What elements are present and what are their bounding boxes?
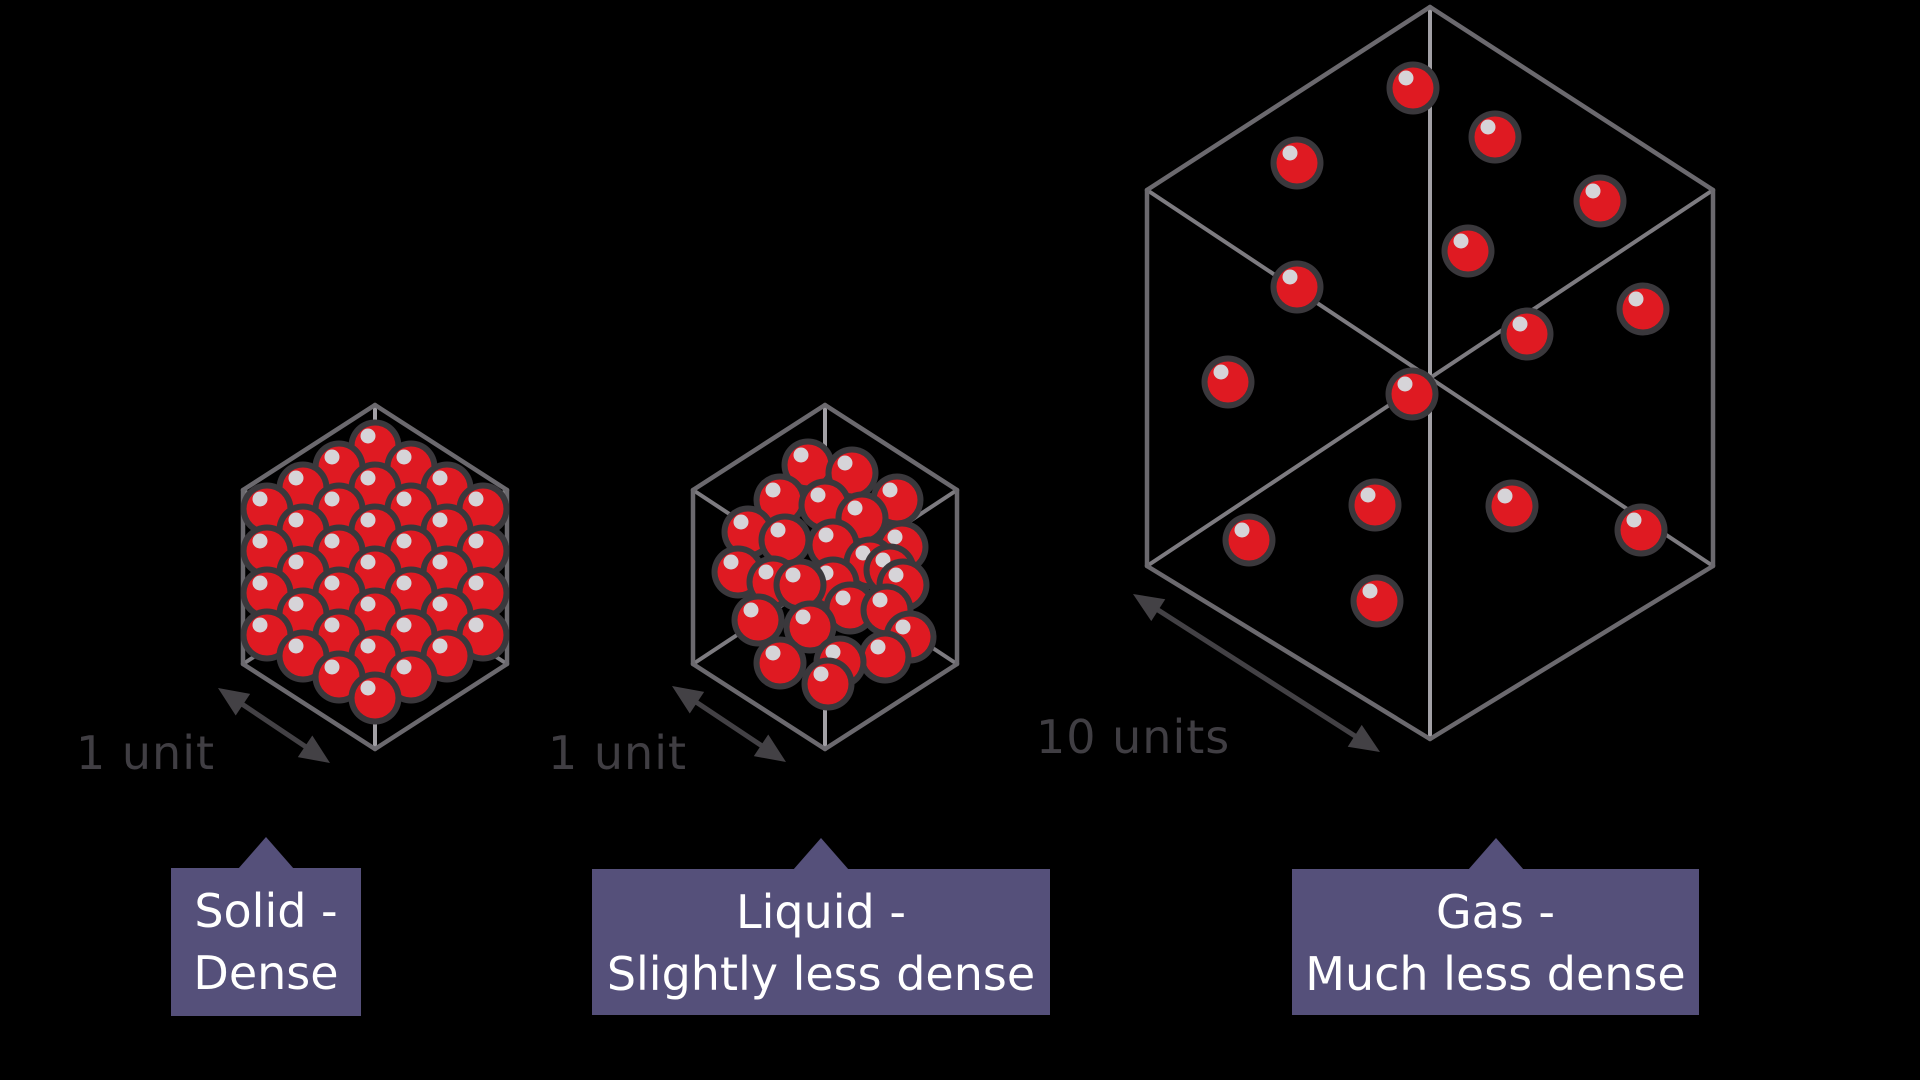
caption-pointer-icon: [793, 838, 849, 870]
caption-solid-line1: Solid -: [194, 884, 338, 938]
caption-gas-line2: Much less dense: [1305, 947, 1686, 1001]
caption-liquid-line1: Liquid -: [736, 885, 906, 939]
caption-gas: Gas - Much less dense: [1292, 838, 1699, 1015]
gas-cube: [1133, 4, 1716, 752]
gas-particles: [1201, 61, 1670, 628]
solid-cube: [218, 402, 510, 763]
measure-label-solid: 1 unit: [76, 726, 216, 780]
caption-liquid: Liquid - Slightly less dense: [592, 838, 1050, 1015]
caption-pointer-icon: [1467, 838, 1524, 870]
caption-pointer-icon: [238, 837, 294, 869]
solid-particles: [240, 419, 510, 725]
caption-gas-line1: Gas -: [1435, 885, 1556, 939]
measure-label-gas: 10 units: [1036, 710, 1231, 764]
gas-measure-arrow: [1133, 594, 1380, 752]
solid-measure-arrow: [218, 688, 330, 763]
caption-solid-line2: Dense: [193, 946, 339, 1000]
liquid-cube: [672, 402, 960, 762]
liquid-measure-arrow: [672, 686, 786, 762]
measure-label-liquid: 1 unit: [548, 726, 688, 780]
caption-liquid-line2: Slightly less dense: [606, 947, 1036, 1001]
liquid-particles: [711, 438, 937, 711]
cube-wireframe: [1144, 4, 1716, 742]
caption-solid: Solid - Dense: [171, 837, 361, 1016]
